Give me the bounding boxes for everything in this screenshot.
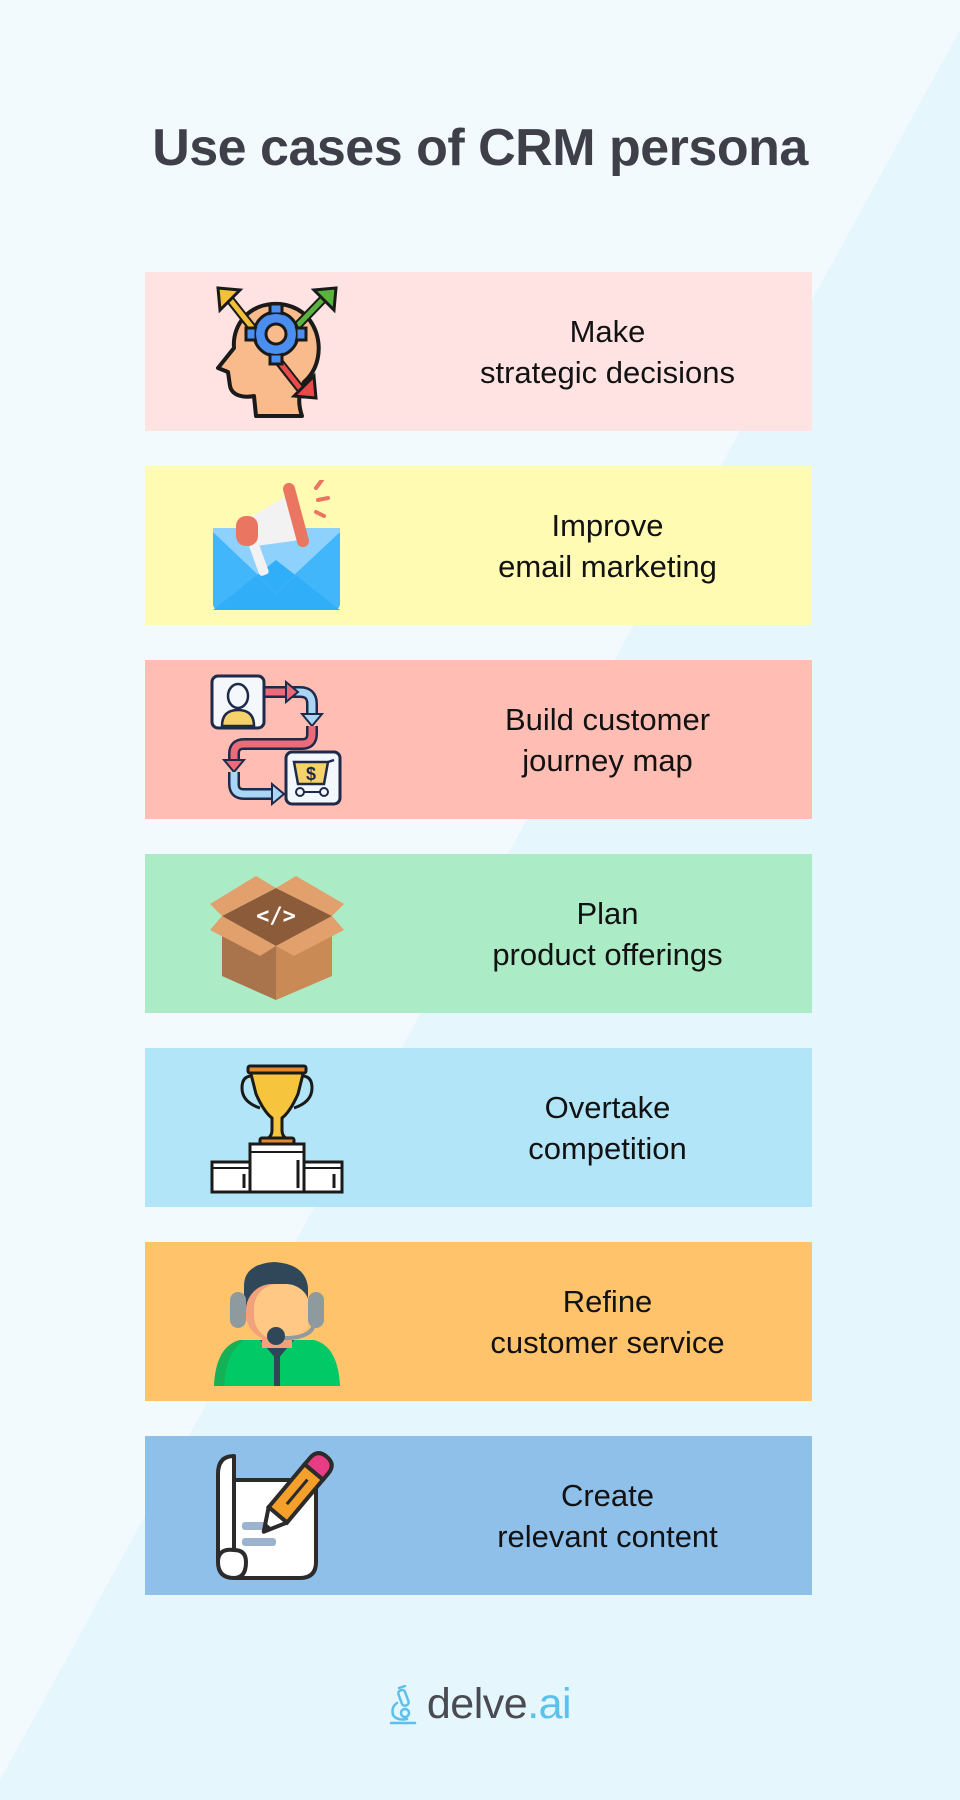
use-case-label: Create relevant content bbox=[445, 1436, 770, 1595]
svg-text:</>: </> bbox=[256, 904, 296, 929]
use-case-title: Plan bbox=[576, 895, 639, 931]
use-case-label: Improve email marketing bbox=[445, 466, 770, 625]
use-case-title: Make bbox=[569, 313, 646, 349]
use-case-label: Make strategic decisions bbox=[445, 272, 770, 431]
use-case-card-strategic-decisions: Make strategic decisions bbox=[145, 272, 812, 431]
use-case-title: Build customer bbox=[504, 701, 711, 737]
use-case-card-overtake-competition: Overtake competition bbox=[145, 1048, 812, 1207]
use-case-subtitle: email marketing bbox=[498, 548, 717, 584]
use-case-title: Create bbox=[560, 1477, 655, 1513]
use-case-card-customer-journey: $ Build customer journey map bbox=[145, 660, 812, 819]
use-case-title: Overtake bbox=[544, 1089, 671, 1125]
use-case-label: Build customer journey map bbox=[445, 660, 770, 819]
use-case-card-product-offerings: </> Plan product offerings bbox=[145, 854, 812, 1013]
customer-journey-icon: $ bbox=[210, 674, 344, 806]
use-case-card-customer-service: Refine customer service bbox=[145, 1242, 812, 1401]
brand-wordmark: delve.ai bbox=[426, 1680, 572, 1729]
use-case-subtitle: relevant content bbox=[497, 1518, 718, 1554]
head-gear-arrows-icon bbox=[210, 286, 344, 418]
document-pencil-icon bbox=[210, 1450, 344, 1582]
use-case-label: Plan product offerings bbox=[445, 854, 770, 1013]
use-case-label: Overtake competition bbox=[445, 1048, 770, 1207]
brand-tld: .ai bbox=[527, 1680, 572, 1728]
use-case-title: Refine bbox=[562, 1283, 653, 1319]
trophy-podium-icon bbox=[210, 1062, 344, 1194]
use-case-subtitle: customer service bbox=[490, 1324, 725, 1360]
use-case-label: Refine customer service bbox=[445, 1242, 770, 1401]
microscope-icon bbox=[389, 1684, 417, 1724]
page-title: Use cases of CRM persona bbox=[152, 119, 808, 177]
use-case-subtitle: competition bbox=[528, 1130, 687, 1166]
use-case-subtitle: product offerings bbox=[492, 936, 723, 972]
brand-name: delve bbox=[426, 1680, 528, 1728]
use-case-subtitle: strategic decisions bbox=[479, 354, 735, 390]
use-case-card-relevant-content: Create relevant content bbox=[145, 1436, 812, 1595]
use-case-card-email-marketing: Improve email marketing bbox=[145, 466, 812, 625]
product-box-code-icon: </> bbox=[210, 868, 344, 1000]
support-agent-headset-icon bbox=[210, 1256, 344, 1388]
email-megaphone-icon bbox=[210, 480, 344, 612]
delve-ai-logo: delve.ai bbox=[0, 1680, 960, 1729]
svg-text:$: $ bbox=[306, 764, 316, 784]
use-case-subtitle: journey map bbox=[522, 742, 693, 778]
use-case-title: Improve bbox=[551, 507, 664, 543]
use-case-list: Make strategic decisions Improve email bbox=[145, 272, 812, 1630]
